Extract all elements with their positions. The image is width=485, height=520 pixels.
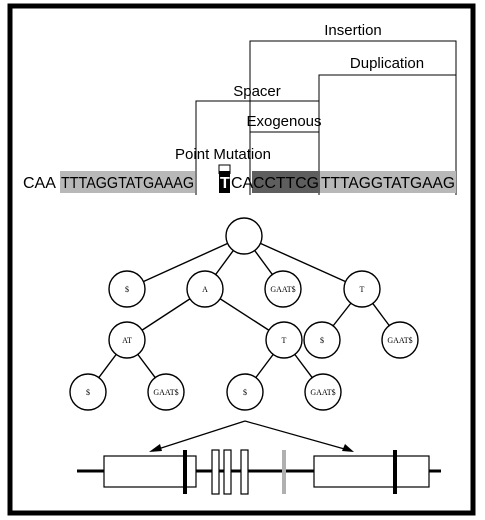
tree-edge	[243, 235, 363, 290]
tree-node-label: T	[360, 285, 365, 294]
duplication-label: Duplication	[350, 55, 424, 72]
spacer-box	[211, 449, 220, 495]
spacer-bracket	[195, 100, 319, 195]
seq-repeat-right: TTTAGGTATGAAG	[321, 175, 455, 192]
tree-node	[381, 321, 419, 359]
point-mutation-label: Point Mutation	[175, 146, 271, 163]
tree-node	[265, 321, 303, 359]
tree-node	[108, 270, 146, 308]
spacer-box	[240, 449, 249, 495]
seq-prefix: CAA	[23, 175, 56, 192]
tree-node-label: GAAT$	[153, 388, 178, 397]
tree-node	[108, 321, 146, 359]
tree-node-label: GAAT$	[310, 388, 335, 397]
right-repeat-box	[313, 455, 430, 488]
tree-node	[186, 270, 224, 308]
seq-ca: CA	[231, 175, 254, 192]
tree-node-label: $	[125, 285, 129, 294]
duplication-arrows	[154, 420, 349, 451]
tree-node-label: A	[202, 285, 208, 294]
point-mutation-marker	[218, 164, 231, 174]
tree-node	[264, 270, 302, 308]
tree-node-label: T	[282, 336, 287, 345]
tree-edge	[126, 235, 245, 290]
right-marker	[393, 450, 397, 494]
sequence-line: CAA TTTAGGTATGAAAG T CA CCTTCG TTTAGGTAT…	[23, 171, 456, 193]
tree-node-label: GAAT$	[270, 285, 295, 294]
outer-frame	[7, 3, 476, 516]
tree-node-label: $	[243, 388, 247, 397]
tree-root-node	[225, 217, 263, 255]
tree-node	[226, 373, 264, 411]
insertion-bracket	[249, 40, 457, 195]
tree-node	[343, 270, 381, 308]
tree-node-label: GAAT$	[387, 336, 412, 345]
spacer-box	[223, 449, 232, 495]
gray-marker	[282, 450, 286, 494]
exogenous-label: Exogenous	[246, 113, 321, 130]
tree-node-label: AT	[122, 336, 132, 345]
repeat-left-highlight	[60, 171, 195, 193]
spacer-label: Spacer	[233, 83, 281, 100]
left-repeat-box	[103, 455, 197, 488]
repeat-right-highlight	[320, 171, 456, 193]
annotation-brackets	[195, 40, 457, 195]
insertion-label: Insertion	[324, 22, 382, 39]
seq-mutated-base: T	[220, 175, 230, 192]
tree-node-label: $	[320, 336, 324, 345]
tree-edges	[87, 235, 401, 393]
duplication-bracket	[318, 74, 456, 195]
exogenous-highlight	[252, 171, 320, 193]
seq-exogenous: CCTTCG	[253, 175, 319, 192]
suffix-tree: $ A GAAT$ T AT T $ GAAT$ $ GAAT$ $ GAAT$	[69, 217, 419, 411]
tree-node-label: $	[86, 388, 90, 397]
arrow-right-line	[244, 420, 349, 451]
crispr-array-schematic	[77, 420, 441, 495]
arrow-right-head	[342, 444, 354, 452]
seq-repeat-left: TTTAGGTATGAAAG	[61, 175, 194, 192]
left-marker	[183, 450, 187, 494]
arrow-left-head	[149, 444, 162, 452]
tree-node	[69, 373, 107, 411]
mutated-base-highlight	[219, 171, 230, 193]
tree-node	[304, 373, 342, 411]
tree-node	[303, 321, 341, 359]
arrow-left-line	[154, 420, 246, 451]
tree-node	[147, 373, 185, 411]
